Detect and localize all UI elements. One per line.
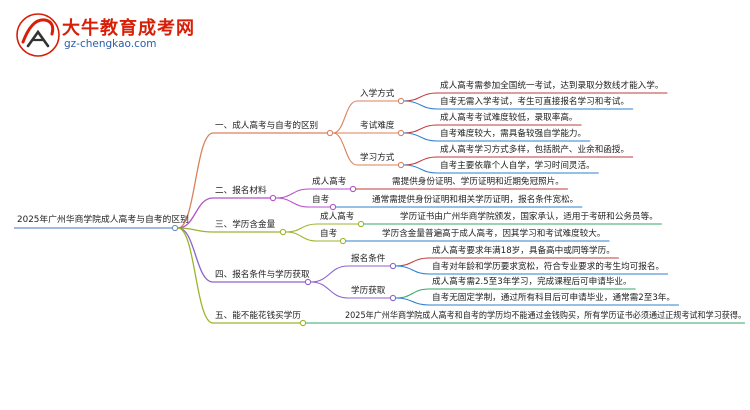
node-dot <box>329 203 337 211</box>
connector-line <box>403 100 438 110</box>
leaf-item: 通常需提供身份证明和相关学历证明，报名条件宽松。 <box>372 195 579 205</box>
leaf-item: 成人高考需2.5至3年学习，完成课程后可申请毕业。 <box>432 277 632 287</box>
branch-3-child-1: 成人高考 <box>320 212 355 222</box>
node-dot <box>357 220 365 228</box>
leaf-item: 学历含金量普遍高于成人高考，因其学习和考试难度较大。 <box>382 229 606 239</box>
node-dot <box>171 224 179 232</box>
leaf-item: 自考对年龄和学历要求宽松，符合专业要求的考生均可报名。 <box>432 262 665 272</box>
branch-4: 四、报名条件与学历获取 <box>215 270 310 280</box>
branch-1-child-1: 入学方式 <box>360 89 395 99</box>
connector-line <box>403 164 438 174</box>
leaf-item: 自考主要依靠个人自学，学习时间灵活。 <box>440 161 595 171</box>
connector-line <box>285 231 318 242</box>
connector-line <box>403 92 438 102</box>
node-dot <box>339 237 347 245</box>
node-dot <box>389 262 397 270</box>
branch-4-child-2: 学历获取 <box>351 286 386 296</box>
connector-line <box>310 265 349 283</box>
connector-line <box>395 288 430 299</box>
connector-line <box>403 156 438 166</box>
connector-line <box>403 132 438 142</box>
node-dot <box>397 161 405 169</box>
branch-2: 二、报名材料 <box>215 186 267 196</box>
brand-url: gz-chengkao.com <box>64 38 157 50</box>
brand-title: 大牛教育成考网 <box>62 18 195 39</box>
leaf-item: 需提供身份证明、学历证明和近期免冠照片。 <box>392 177 564 187</box>
leaf-item: 2025年广州华商学院成人高考和自考的学历均不能通过金钱购买，所有学历证书必须通… <box>345 311 747 321</box>
leaf-item: 成人高考需参加全国统一考试，达到录取分数线才能入学。 <box>440 81 664 91</box>
branch-2-child-1: 成人高考 <box>312 177 347 187</box>
root-node: 2025年广州华商学院成人高考与自考的区别 <box>17 215 189 225</box>
node-dot <box>299 319 307 327</box>
branch-4-child-1: 报名条件 <box>351 254 386 264</box>
connector-line <box>177 227 214 233</box>
leaf-item: 自考无固定学制，通过所有科目后可申请毕业，通常需2至3年。 <box>432 293 675 303</box>
node-dot <box>397 97 405 105</box>
leaf-item: 自考无需入学考试，考生可直接报名学习和考试。 <box>440 97 630 107</box>
connector-line <box>310 281 349 299</box>
node-dot <box>304 278 312 286</box>
node-dot <box>389 294 397 302</box>
node-dot <box>397 129 405 137</box>
branch-1-child-2: 考试难度 <box>360 121 395 131</box>
branch-3: 三、学历含金量 <box>215 220 276 230</box>
leaf-item: 成人高考要求年满18岁，具备高中或同等学历。 <box>432 246 615 256</box>
branch-5: 五、能不能花钱买学历 <box>215 311 301 321</box>
leaf-item: 自考难度较大，需具备较强自学能力。 <box>440 129 587 139</box>
node-dot <box>326 129 334 137</box>
connector-line <box>177 132 214 229</box>
connector-line <box>395 257 430 267</box>
connector-line <box>275 188 310 199</box>
node-dot <box>269 194 277 202</box>
connector-line <box>332 100 358 134</box>
node-dot <box>349 185 357 193</box>
connector-line <box>275 197 310 208</box>
branch-2-child-2: 自考 <box>312 195 330 205</box>
branch-1-child-3: 学习方式 <box>360 153 395 163</box>
connector-line <box>285 223 318 233</box>
connector-line <box>332 132 358 166</box>
connector-line <box>177 227 214 324</box>
node-dot <box>279 228 287 236</box>
connector-line <box>395 297 430 306</box>
leaf-item: 学历证书由广州华商学院颁发，国家承认，适用于考研和公务员等。 <box>400 212 658 222</box>
leaf-item: 成人高考学习方式多样，包括脱产、业余和函授。 <box>440 145 630 155</box>
branch-1: 一、成人高考与自考的区别 <box>215 121 319 131</box>
connector-line <box>395 265 430 275</box>
logo-icon <box>16 13 60 57</box>
connector-line <box>403 124 438 134</box>
branch-3-child-2: 自考 <box>320 229 338 239</box>
connector-line <box>177 227 214 283</box>
leaf-item: 成人高考考试难度较低，录取率高。 <box>440 113 578 123</box>
connector-line <box>177 197 214 229</box>
